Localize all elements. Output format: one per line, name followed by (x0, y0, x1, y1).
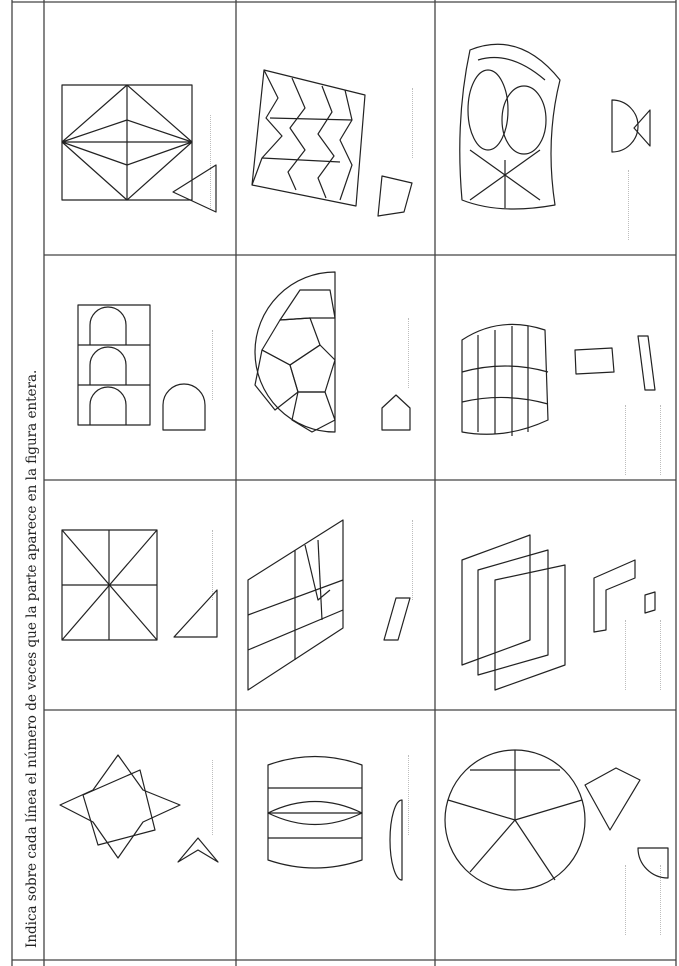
part-right-triangle (174, 590, 217, 637)
part-quarter-circle (638, 848, 668, 878)
figure-zigzag-quad (252, 70, 365, 206)
figure-half-circle-pentagons (255, 272, 335, 432)
part-parallelogram (384, 598, 410, 640)
figure-rectangle-arches (78, 305, 150, 425)
part-thin-strip (638, 336, 655, 390)
part-pentagon (382, 395, 410, 430)
part-curved-strip (575, 348, 614, 374)
figure-parallelogram-pieces (248, 520, 343, 690)
figure-rectangle-diamond (62, 85, 192, 200)
figure-overlapping-parallelograms (462, 535, 565, 690)
part-triangle (173, 165, 216, 212)
part-chevron (178, 838, 218, 862)
part-half-disc (390, 800, 402, 880)
part-kite (585, 768, 640, 830)
part-arch (163, 384, 205, 430)
part-small-parallelogram (645, 592, 655, 613)
figure-barrel-lens (268, 757, 362, 869)
part-zigzag-piece (378, 176, 412, 216)
figure-circle-divided (445, 750, 585, 890)
part-half-circle (612, 100, 638, 152)
figure-square-triangles (62, 530, 157, 640)
figure-curved-quad-ellipses (460, 44, 560, 209)
figure-star-square (60, 755, 180, 858)
figure-curved-strips (462, 324, 548, 436)
part-l-shape (594, 560, 635, 632)
